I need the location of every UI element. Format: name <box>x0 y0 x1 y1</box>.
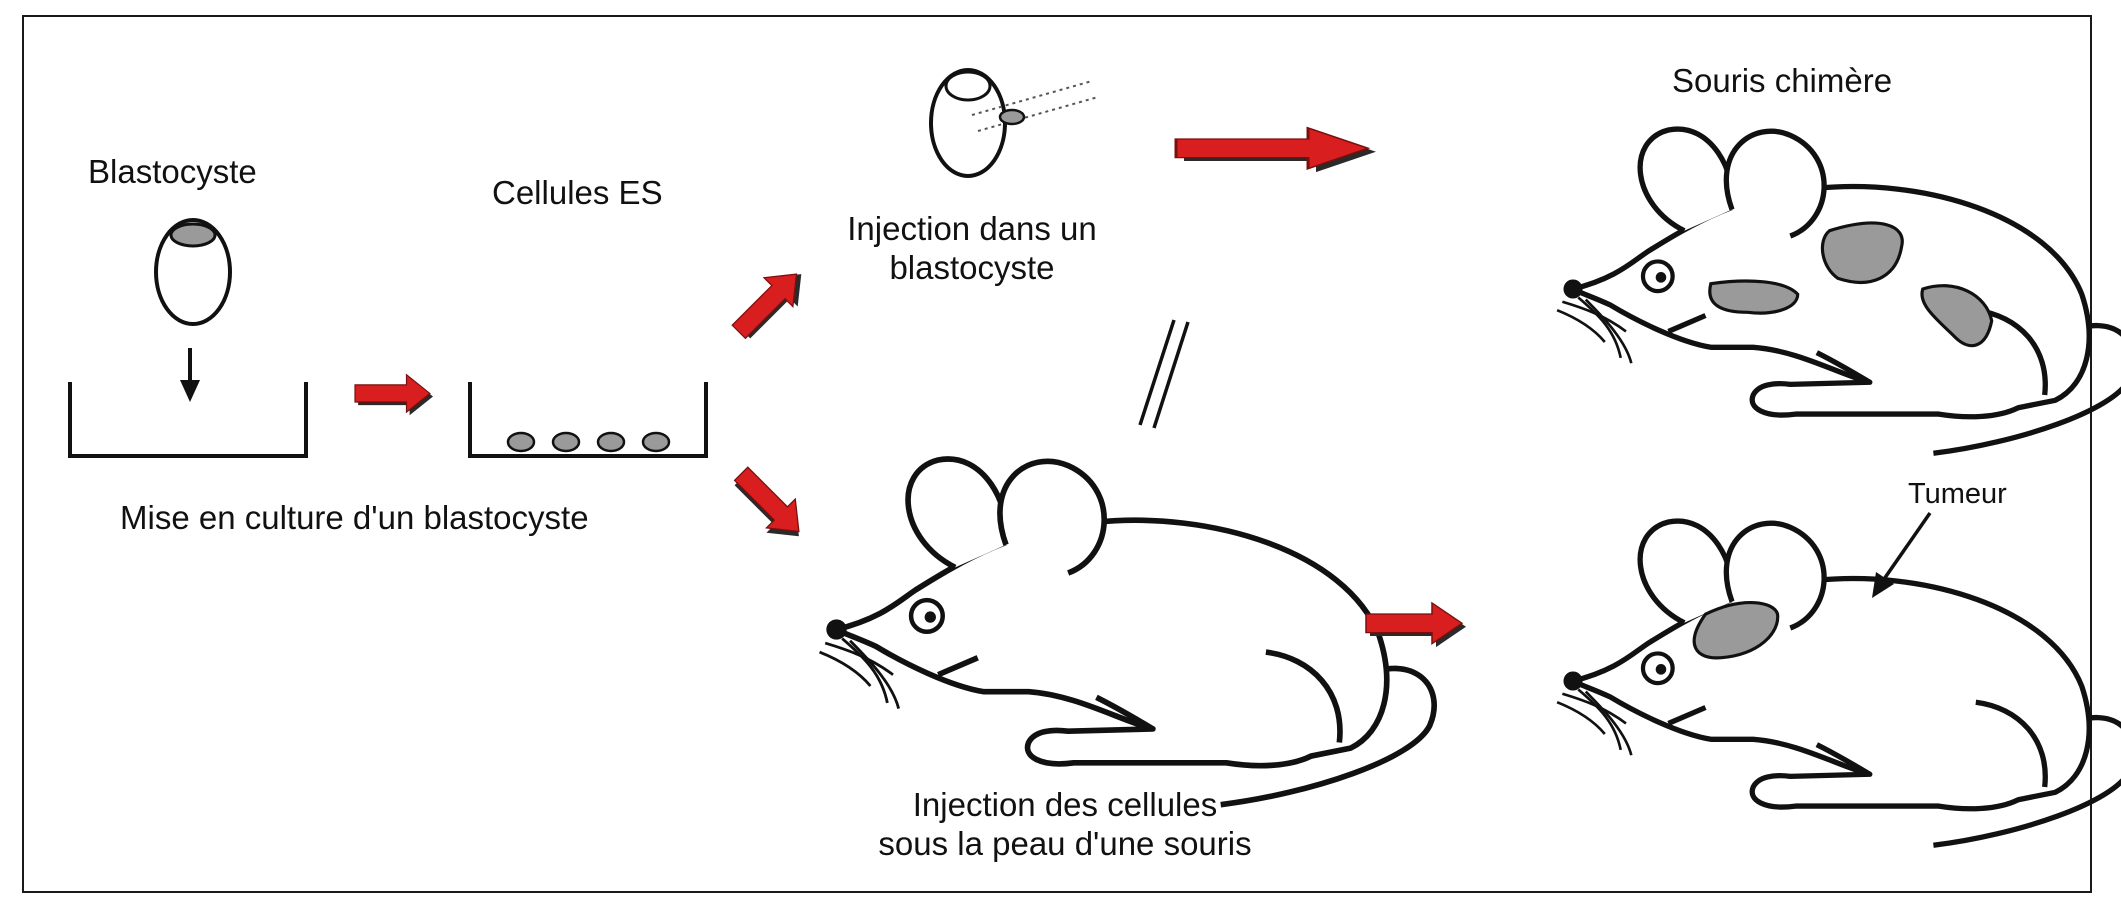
red-arrow-right-long-top <box>1174 126 1378 174</box>
label-injection-cellules-line1: Injection des cellules <box>912 786 1218 823</box>
red-arrow-right <box>354 374 434 416</box>
es-cells <box>506 431 671 453</box>
red-arrow-down-right <box>723 458 817 552</box>
label-injection-cellules-line2: sous la peau d'une souris <box>878 825 1252 862</box>
blastocyst-injection-icon <box>929 68 1099 178</box>
blastocyst-icon <box>154 218 232 326</box>
label-blastocyste: Blastocyste <box>88 153 257 190</box>
injected-mouse-illustration <box>820 459 1435 805</box>
red-arrow-up-right <box>723 256 817 350</box>
chimeric-mouse-illustration <box>1557 129 2121 453</box>
label-mise-en-culture: Mise en culture d'un blastocyste <box>120 499 589 536</box>
tumor-mouse-illustration <box>1557 521 2121 845</box>
culture-dish-es-cells <box>468 382 708 458</box>
down-arrow-icon <box>180 348 200 402</box>
label-injection-blasto-line1: Injection dans un <box>847 210 1097 247</box>
tumor-pointer-arrow-icon <box>1872 512 1932 598</box>
label-cellules-es: Cellules ES <box>492 174 663 211</box>
label-tumeur: Tumeur <box>1908 478 2007 510</box>
label-injection-blasto-line2: blastocyste <box>889 249 1055 286</box>
label-souris-chimere: Souris chimère <box>1672 62 1893 99</box>
syringe-needle-icon <box>1138 319 1190 429</box>
culture-dish-empty <box>68 382 308 458</box>
